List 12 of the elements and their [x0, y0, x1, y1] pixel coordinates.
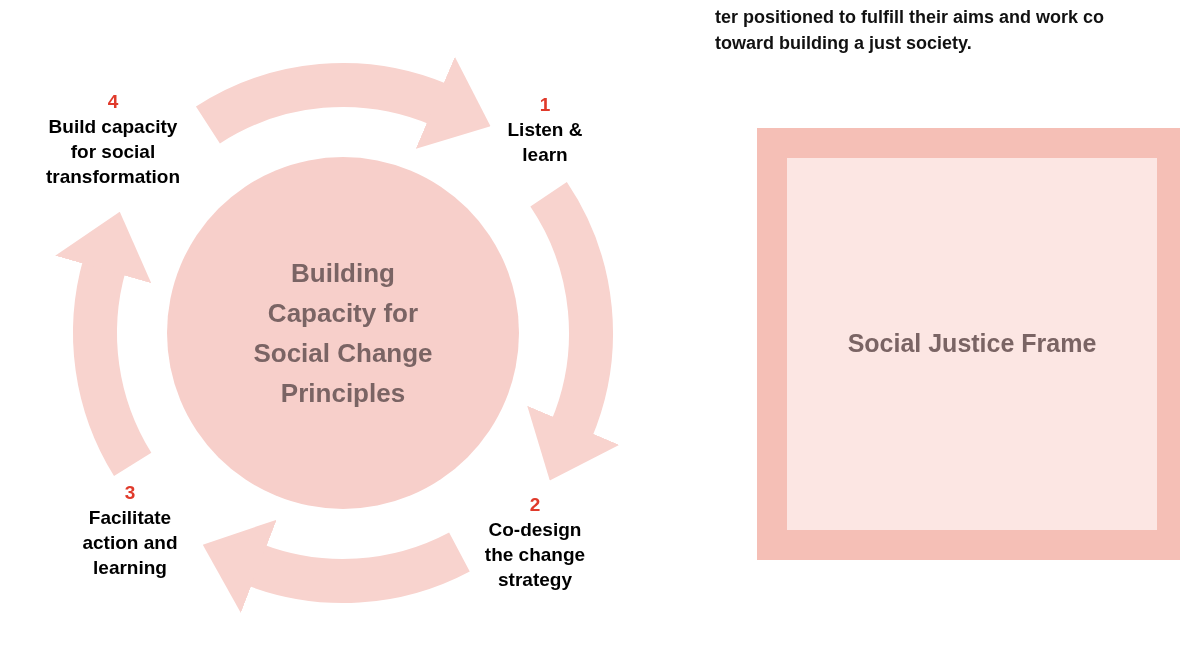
- description-text: ter positioned to fulfill their aims and work co toward building a just society.: [715, 6, 1106, 55]
- step-number: 3: [124, 481, 136, 505]
- step-number: 2: [529, 493, 541, 517]
- center-title: Building Capacity for Social Change Principles: [252, 257, 434, 410]
- step-label: Build capacity for social transformation: [44, 115, 182, 189]
- step-number: 1: [539, 93, 551, 117]
- step-label: Facilitate action and learning: [81, 506, 179, 580]
- step-number: 4: [107, 90, 119, 114]
- frame-title: Social Justice Frame: [847, 328, 1097, 360]
- step-label: Co-design the change strategy: [483, 518, 587, 592]
- frame-box: [757, 128, 1180, 560]
- step-label: Listen & learn: [506, 118, 584, 167]
